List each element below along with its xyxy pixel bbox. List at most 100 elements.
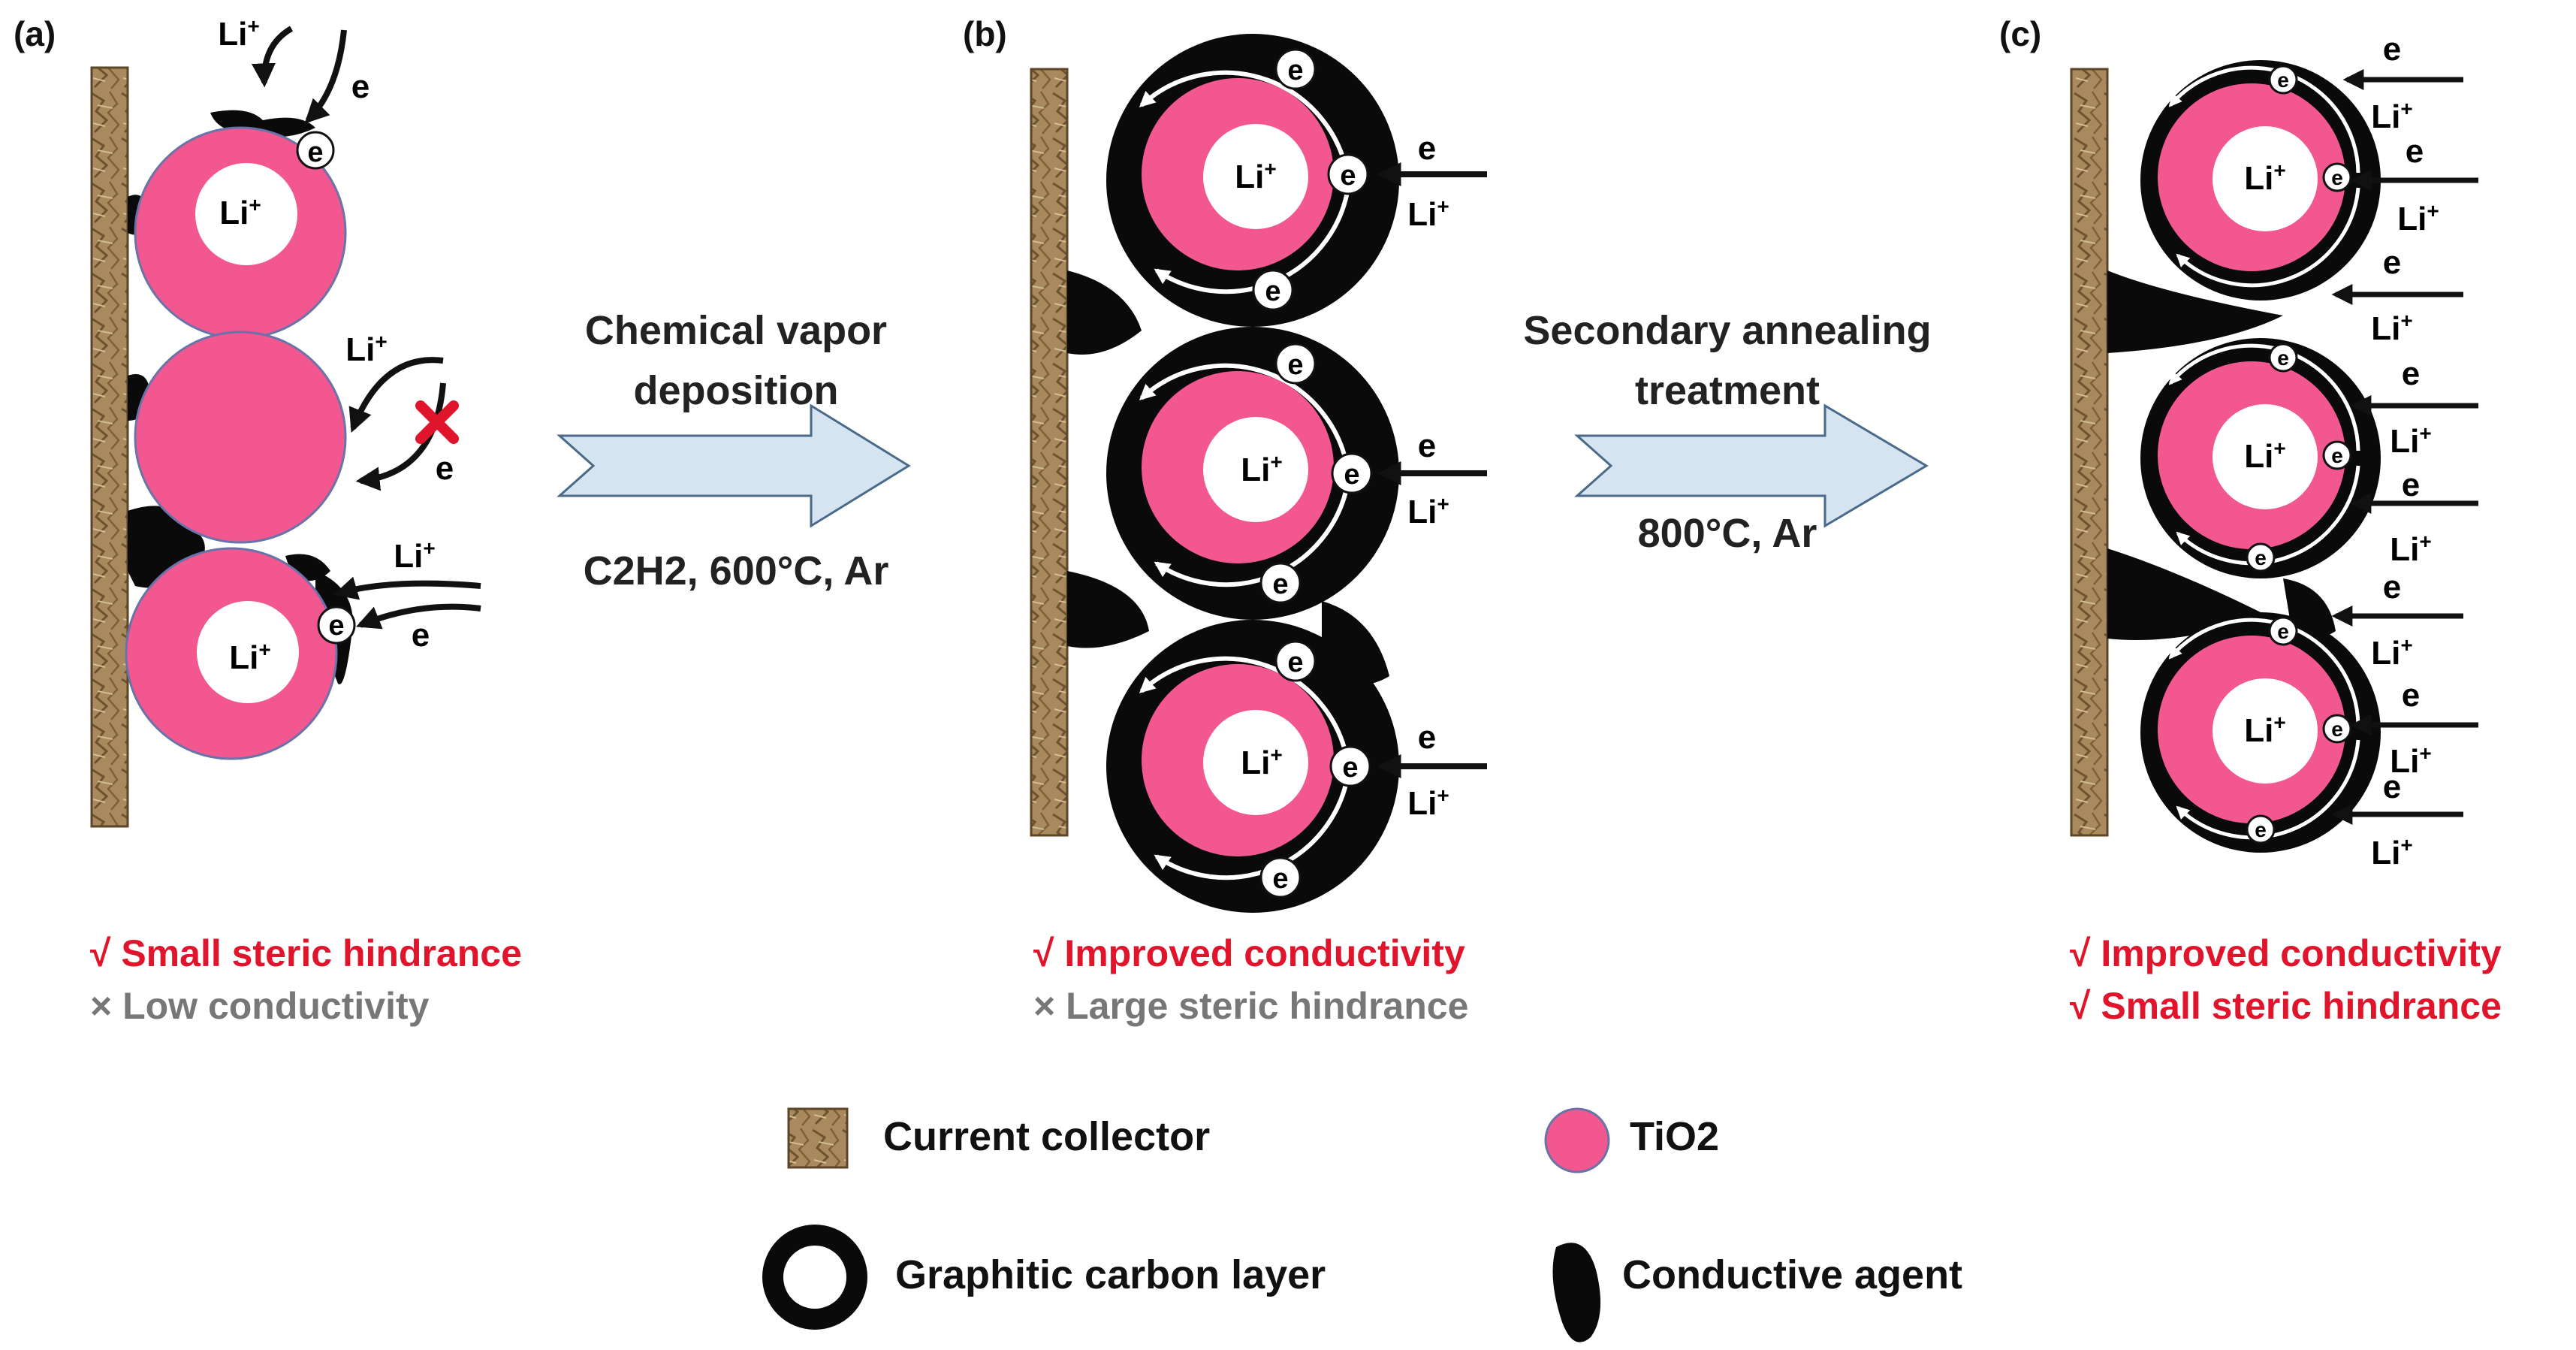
ion-label-c1: Li+ xyxy=(2244,159,2285,197)
ion-label-b1: Li+ xyxy=(1235,157,1276,195)
electron-label-b2: e xyxy=(1418,427,1436,464)
ion-label-b5: Li+ xyxy=(1407,492,1449,530)
legend-carbon-layer-label: Graphitic carbon layer xyxy=(895,1252,1326,1297)
tio2-core-b2 xyxy=(1203,417,1308,522)
electron-label-a1: e xyxy=(351,68,370,105)
electron-badge-label-b8: e xyxy=(1342,752,1358,784)
ion-path-arrow-a3 xyxy=(333,576,481,600)
legend-current-collector-label: Current collector xyxy=(883,1114,1211,1159)
current-collector-b xyxy=(1030,68,1069,837)
panel-b-note-2: × Large steric hindrance xyxy=(1033,985,1469,1027)
legend-carbon-layer-core xyxy=(783,1246,846,1309)
electron-badge-b5 xyxy=(1331,452,1373,494)
tio2-core-a1 xyxy=(195,163,297,265)
electron-path-arrow-a1 xyxy=(304,29,347,124)
tio2-core-b1 xyxy=(1203,124,1308,229)
tio2-core-c1 xyxy=(2213,126,2318,231)
ion-label-c2: Li+ xyxy=(2244,436,2285,475)
process-arrow-2 xyxy=(1574,403,1929,528)
step-1-title-line1: Chemical vapor xyxy=(584,308,888,353)
panel-c-note-2: √ Small steric hindrance xyxy=(2070,985,2502,1027)
electron-badge-label-c4: e xyxy=(2331,444,2343,467)
current-collector-c xyxy=(2070,68,2109,837)
electron-badge-label-b2: e xyxy=(1340,160,1356,192)
step-2-title: Secondary annealing treatment xyxy=(1464,301,1990,421)
electron-label-a5: e xyxy=(412,617,430,654)
electron-badge-label-b4: e xyxy=(1287,349,1303,381)
legend-tio2-label: TiO2 xyxy=(1630,1114,1720,1159)
electron-path-arrow-a3 xyxy=(356,603,481,630)
ion-label-c11: Li+ xyxy=(2371,833,2412,871)
electron-badge-a2 xyxy=(317,606,356,645)
electron-label-c7: e xyxy=(2402,677,2420,714)
electron-badge-b8 xyxy=(1329,745,1371,787)
electron-badge-c6 xyxy=(2268,616,2298,646)
conductive-agent-c1 xyxy=(2107,270,2283,353)
electron-label-c2: e xyxy=(2406,133,2424,170)
electron-badge-label-b5: e xyxy=(1344,459,1359,491)
ion-label-c7: Li+ xyxy=(2390,421,2431,460)
electron-badge-b7 xyxy=(1274,640,1317,682)
panel-b-label: (b) xyxy=(963,14,1007,53)
electron-badge-a1 xyxy=(296,131,335,170)
ion-label-a1: Li+ xyxy=(219,193,261,231)
panel-a-note-2: × Low conductivity xyxy=(90,985,430,1027)
electron-flow-c1b xyxy=(2176,187,2360,288)
electron-label-c4: e xyxy=(2402,355,2420,392)
electron-label-b1: e xyxy=(1418,130,1436,167)
panel-a-drawing: Li+ Li+ Li+ e e Li+ e Li+ e e xyxy=(90,14,481,828)
ion-label-a5: Li+ xyxy=(394,536,435,575)
legend-conductive-agent-icon xyxy=(1552,1243,1601,1342)
panel-c-note-1: √ Improved conductivity xyxy=(2070,932,2502,974)
ion-path-arrow-a2 xyxy=(348,357,444,433)
electron-badge-b3 xyxy=(1252,269,1294,311)
conductive-agent-b2 xyxy=(1067,571,1149,648)
ion-path-arrow-a1 xyxy=(251,26,294,88)
blocked-x-icon xyxy=(415,400,459,444)
legend-conductive-agent-label: Conductive agent xyxy=(1622,1252,1963,1297)
panel-b-note-1: √ Improved conductivity xyxy=(1033,932,1465,974)
electron-badge-b1 xyxy=(1274,48,1317,90)
electron-flow-b3a xyxy=(1139,656,1350,767)
ion-label-b3: Li+ xyxy=(1241,743,1282,781)
ion-label-c5: Li+ xyxy=(2397,199,2439,237)
electron-badge-label-b9: e xyxy=(1272,863,1288,895)
legend-current-collector-icon xyxy=(787,1107,849,1169)
ion-label-c6: Li+ xyxy=(2371,309,2412,347)
electron-badge-c3 xyxy=(2268,343,2298,373)
electron-badge-b4 xyxy=(1274,343,1317,385)
electron-badge-c5 xyxy=(2246,542,2276,572)
electron-label-c3: e xyxy=(2383,244,2401,281)
panel-a-label: (a) xyxy=(14,14,56,53)
electron-label-a4: e xyxy=(328,610,344,642)
electron-badge-label-b7: e xyxy=(1287,647,1303,678)
tio2-core-a3 xyxy=(197,601,299,703)
ion-label-a2: Li+ xyxy=(229,638,270,676)
electron-label-c6: e xyxy=(2383,569,2401,606)
electron-badge-c4 xyxy=(2322,440,2352,470)
ion-label-a3: Li+ xyxy=(218,14,259,53)
step-2-title-line2: treatment xyxy=(1634,368,1820,413)
electron-flow-b2a xyxy=(1139,363,1350,474)
legend-tio2-icon xyxy=(1544,1107,1610,1173)
step-2-conditions: 800°C, Ar xyxy=(1637,511,1817,556)
step-2-title-line1: Secondary annealing xyxy=(1523,308,1932,353)
electron-badge-label-b6: e xyxy=(1272,569,1288,600)
conductive-agent-b1 xyxy=(1067,270,1142,355)
electron-badge-label-b3: e xyxy=(1265,276,1280,307)
ion-label-c9: Li+ xyxy=(2371,633,2412,672)
electron-badge-label-c7: e xyxy=(2331,717,2343,741)
electron-flow-c2b xyxy=(2176,465,2360,566)
electron-label-c8: e xyxy=(2383,769,2401,805)
electron-badge-label-b1: e xyxy=(1287,55,1303,86)
tio2-particle-a2 xyxy=(134,331,347,544)
ion-label-b2: Li+ xyxy=(1241,450,1282,488)
tio2-core-c3 xyxy=(2213,678,2318,784)
ion-label-b4: Li+ xyxy=(1407,195,1449,233)
electron-badge-c8 xyxy=(2246,814,2276,844)
step-1-conditions: C2H2, 600°C, Ar xyxy=(583,548,889,593)
ion-label-c8: Li+ xyxy=(2390,530,2431,568)
electron-path-arrow-a2 xyxy=(355,382,446,491)
ion-label-b6: Li+ xyxy=(1407,784,1449,822)
